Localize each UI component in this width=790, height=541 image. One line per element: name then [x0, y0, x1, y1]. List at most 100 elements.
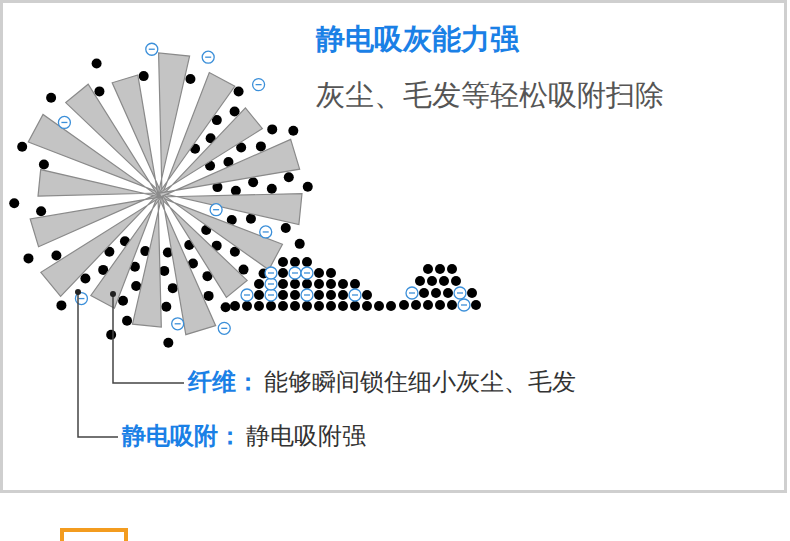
charge-symbol [172, 318, 184, 330]
dust-dot [350, 279, 360, 289]
minus-sign [175, 323, 181, 324]
minus-sign [263, 231, 269, 232]
charge-symbol [265, 289, 277, 301]
fiber-wedge [112, 75, 162, 195]
charge-symbol [210, 204, 222, 216]
dust-dot [36, 206, 46, 216]
dust-dot [234, 86, 244, 96]
dust-dot [278, 290, 288, 300]
dust-dot [288, 126, 298, 136]
fiber-wedges [28, 53, 302, 335]
dust-dot [338, 279, 348, 289]
leader-line [113, 294, 184, 383]
dust-dot [267, 124, 277, 134]
dust-dot [362, 290, 372, 300]
dust-dot [290, 279, 300, 289]
dust-dot [431, 288, 441, 298]
fiber-wedge [160, 139, 300, 197]
charge-circle [218, 322, 230, 334]
dust-dot [51, 251, 61, 261]
charge-symbol [265, 267, 277, 279]
dust-dot [326, 279, 336, 289]
leader-lines [75, 289, 184, 437]
dust-dot [419, 288, 429, 298]
minus-sign [268, 272, 274, 273]
dust-dot [326, 290, 336, 300]
dust-dot [267, 184, 277, 194]
dust-dot [447, 264, 457, 274]
charge-circle [406, 287, 418, 299]
dust-dot [168, 283, 178, 293]
dust-dot [9, 198, 19, 208]
charge-symbol [265, 278, 277, 290]
dust-dot [46, 93, 56, 103]
dust-dot [439, 276, 449, 286]
dust-dot [185, 74, 195, 84]
charge-symbol [454, 287, 466, 299]
dust-dot [415, 276, 425, 286]
charge-symbol [218, 322, 230, 334]
dust-dot [221, 302, 231, 312]
dust-dot [314, 268, 324, 278]
charge-circle [210, 204, 222, 216]
dust-dot [443, 288, 453, 298]
dust-dot [278, 301, 288, 311]
dust-dot [92, 58, 102, 68]
dust-dot [302, 279, 312, 289]
dust-dot [411, 300, 421, 310]
dust-dot [362, 301, 372, 311]
charge-circle [458, 299, 470, 311]
charge-circle [146, 43, 158, 55]
dust-dot [295, 239, 305, 249]
minus-sign [268, 283, 274, 284]
charge-circle [172, 318, 184, 330]
leader-dot [75, 289, 81, 295]
dust-dot [231, 186, 241, 196]
charge-symbol [301, 289, 313, 301]
dust-dot [467, 288, 477, 298]
charge-circle [454, 287, 466, 299]
dust-dot [278, 268, 288, 278]
minus-sign [304, 272, 310, 273]
dust-dot [303, 182, 313, 192]
dust-dot [118, 296, 128, 306]
charge-circle [265, 278, 277, 290]
callout-key: 静电吸附： [122, 422, 242, 451]
dust-dot [290, 301, 300, 311]
dust-dot [338, 301, 348, 311]
dust-dot [302, 301, 312, 311]
charge-symbol [260, 226, 272, 238]
minus-sign [78, 298, 84, 299]
dust-dot [314, 279, 324, 289]
dust-dot [161, 302, 171, 312]
minus-sign [457, 292, 463, 293]
charge-symbol [406, 287, 418, 299]
dust-dot [106, 330, 116, 340]
dust-dot [254, 279, 264, 289]
dust-dot [278, 279, 288, 289]
charge-symbol [289, 267, 301, 279]
dust-dot [163, 338, 173, 348]
minus-sign [244, 294, 250, 295]
charge-circle [253, 79, 265, 91]
dust-dot [248, 177, 258, 187]
dust-dot [326, 301, 336, 311]
dust-dot [326, 268, 336, 278]
dust-dot [94, 86, 104, 96]
dust-dot [204, 291, 214, 301]
subheading: 灰尘、毛发等轻松吸附扫除 [316, 78, 664, 113]
charge-circle [58, 116, 70, 128]
charge-symbol [146, 43, 158, 55]
minus-sign [205, 57, 211, 58]
minus-sign [461, 304, 467, 305]
minus-sign [61, 122, 67, 123]
charge-circle [349, 289, 361, 301]
minus-sign [292, 272, 298, 273]
dust-dot [281, 223, 291, 233]
callout-key: 纤维： [188, 368, 260, 397]
dust-dot [399, 300, 409, 310]
orange-square [62, 530, 126, 541]
dust-dot [338, 290, 348, 300]
dust-dot [23, 253, 33, 263]
dust-dot [314, 301, 324, 311]
